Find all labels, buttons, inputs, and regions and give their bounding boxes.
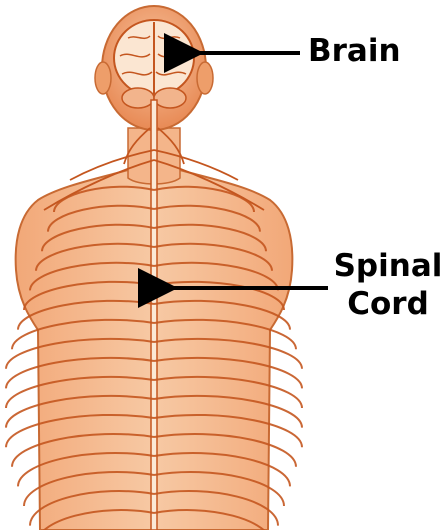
brain-illustration <box>114 20 194 108</box>
brain-label: Brain <box>308 33 401 70</box>
spinal-cord-label-line2: Cord <box>332 286 444 323</box>
right-ear <box>197 62 213 94</box>
spinal-cord-label-line1: Spinal <box>332 248 444 285</box>
left-ear <box>95 62 111 94</box>
spinal-cord <box>151 100 157 530</box>
